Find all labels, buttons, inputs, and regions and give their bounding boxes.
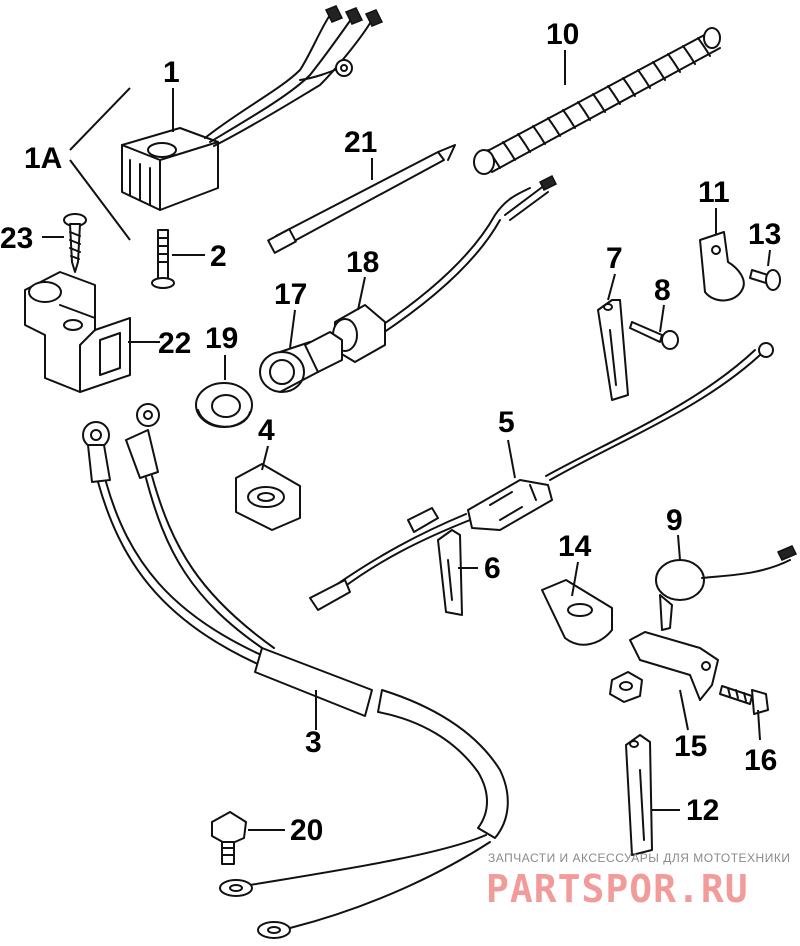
callout-20: 20 — [290, 814, 323, 847]
leader-lines — [42, 50, 771, 831]
callout-8: 8 — [654, 274, 671, 307]
callout-16: 16 — [744, 744, 777, 777]
callout-14: 14 — [558, 530, 592, 563]
part-7-clip — [597, 299, 629, 401]
callout-10: 10 — [546, 18, 579, 51]
part-9-switch — [655, 545, 798, 631]
callout-23: 23 — [0, 222, 33, 255]
part-3-battery-cable — [82, 403, 509, 939]
part-12-strap — [625, 734, 653, 856]
callout-13: 13 — [748, 218, 781, 251]
watermark-brand: PARTSPOR.RU — [486, 867, 749, 911]
part-14-bracket — [541, 579, 613, 646]
callout-1a: 1A — [24, 142, 62, 175]
watermark-subtitle: ЗАПЧАСТИ И АКСЕССУАРЫ ДЛЯ МОТОТЕХНИКИ — [488, 851, 790, 865]
watermark: ЗАПЧАСТИ И АКСЕССУАРЫ ДЛЯ МОТОТЕХНИКИ PA… — [486, 851, 790, 911]
callout-2: 2 — [210, 240, 227, 273]
part-21-cable-tie — [267, 144, 456, 254]
callout-3: 3 — [305, 726, 322, 759]
callout-22: 22 — [158, 327, 191, 360]
callout-18: 18 — [346, 246, 379, 279]
callout-5: 5 — [498, 406, 515, 439]
callout-15: 15 — [674, 730, 707, 763]
callout-9: 9 — [666, 504, 683, 537]
part-13-screw — [749, 269, 781, 291]
part-11-clamp — [699, 231, 745, 302]
part-4-grommet — [235, 463, 301, 531]
callout-4: 4 — [258, 414, 275, 447]
callout-11: 11 — [698, 176, 730, 209]
callout-21: 21 — [344, 126, 377, 159]
part-5-fuse-cable — [309, 342, 774, 611]
callout-1: 1 — [163, 56, 180, 89]
part-22-bracket — [24, 271, 131, 393]
part-1-rectifier — [121, 5, 384, 211]
part-20-bolt — [211, 811, 247, 865]
callout-12: 12 — [686, 794, 719, 827]
callout-7: 7 — [606, 242, 623, 275]
part-6-clip — [437, 529, 463, 616]
part-19-grommet — [195, 382, 253, 428]
part-8-screw — [629, 321, 679, 350]
callout-19: 19 — [205, 322, 238, 355]
part-10-sleeve — [473, 27, 721, 175]
callout-labels: 1 1A 23 2 22 19 21 10 18 17 4 11 13 7 8 … — [0, 18, 781, 847]
part-15-bracket — [609, 631, 719, 703]
callout-17: 17 — [274, 278, 307, 311]
part-17-18-socket — [259, 174, 558, 393]
part-2-bolt — [151, 229, 175, 289]
part-23-screw — [63, 213, 87, 273]
callout-6: 6 — [484, 552, 501, 585]
part-16-bolt — [719, 685, 769, 715]
